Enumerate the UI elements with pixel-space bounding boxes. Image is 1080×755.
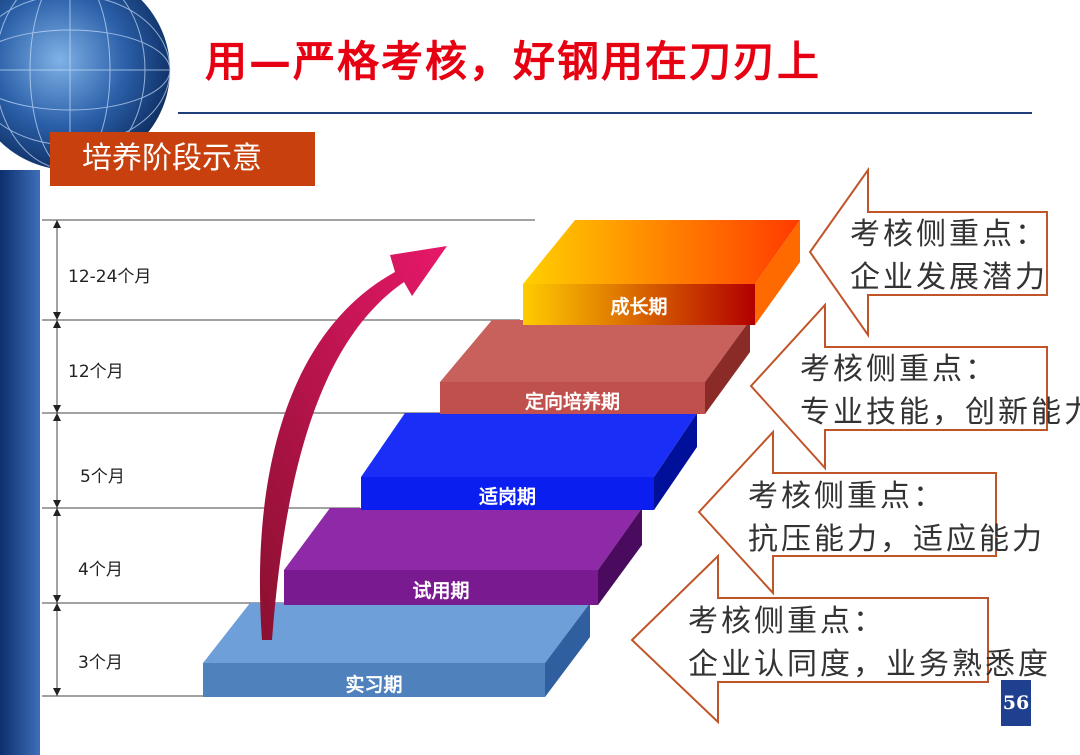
- stage-label-directed: 定向培养期: [440, 387, 705, 414]
- callout-body: 企业发展潜力: [850, 256, 1048, 299]
- period-label: 12-24个月: [68, 262, 151, 287]
- callout-body: 专业技能，创新能力: [800, 391, 1080, 434]
- callout-growth: 考核侧重点： 企业发展潜力: [850, 213, 1048, 299]
- callout-heading: 考核侧重点：: [748, 475, 1045, 518]
- callout-body: 企业认同度，业务熟悉度: [688, 643, 1051, 686]
- callout-intern: 考核侧重点： 企业认同度，业务熟悉度: [688, 600, 1051, 686]
- callout-heading: 考核侧重点：: [850, 213, 1048, 256]
- callout-directed: 考核侧重点： 专业技能，创新能力: [800, 348, 1080, 434]
- stage-label-intern: 实习期: [203, 670, 545, 697]
- callout-heading: 考核侧重点：: [688, 600, 1051, 643]
- period-label: 12个月: [68, 357, 124, 382]
- page-title: 用—严格考核，好钢用在刀刃上: [205, 28, 821, 89]
- stage-label-fit: 适岗期: [361, 482, 654, 509]
- section-label: 培养阶段示意: [50, 132, 315, 186]
- period-label: 4个月: [78, 555, 123, 580]
- callout-body: 抗压能力，适应能力: [748, 518, 1045, 561]
- callout-fit: 考核侧重点： 抗压能力，适应能力: [748, 475, 1045, 561]
- period-label: 3个月: [78, 648, 123, 673]
- period-label: 5个月: [80, 462, 125, 487]
- callout-heading: 考核侧重点：: [800, 348, 1080, 391]
- left-band: [0, 170, 40, 755]
- stage-label-trial: 试用期: [284, 576, 598, 603]
- page-number: 56: [1001, 680, 1031, 726]
- stage-label-growth: 成长期: [523, 292, 755, 319]
